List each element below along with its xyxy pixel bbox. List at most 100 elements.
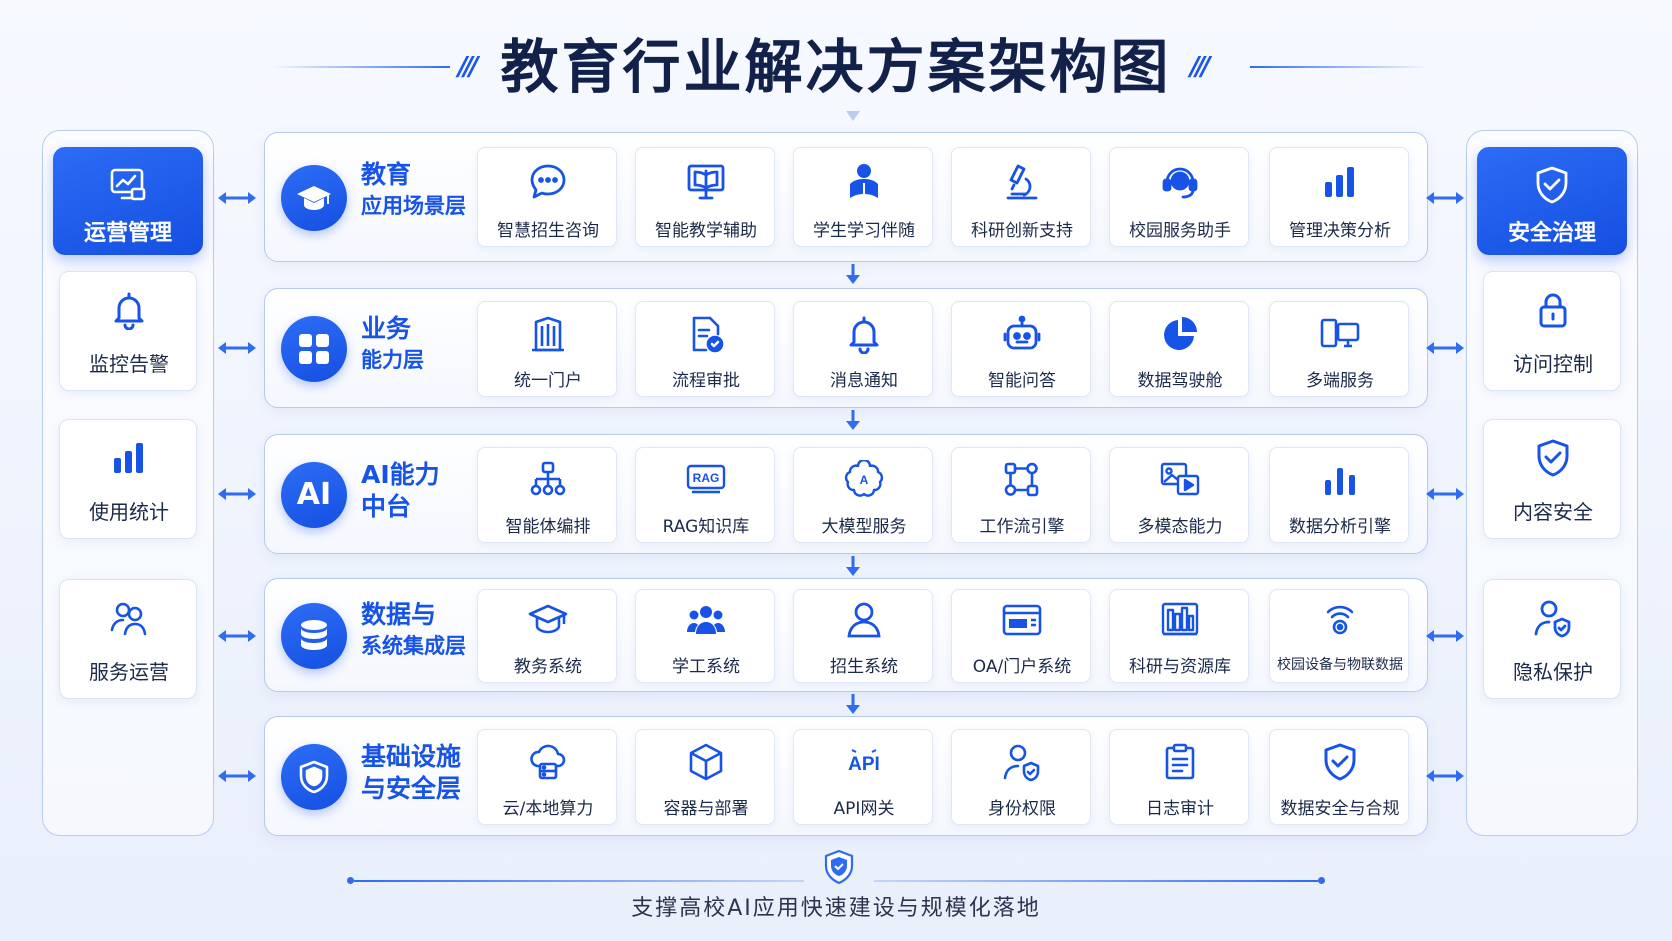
card-label: 校园设备与物联数据	[1277, 657, 1403, 673]
card-iot-data[interactable]: 校园设备与物联数据	[1269, 589, 1409, 683]
left-item-service[interactable]: 服务运营	[59, 579, 197, 699]
bi-arrow-right-2	[1426, 488, 1464, 500]
down-arrow-3	[846, 694, 860, 714]
title-down-arrow	[846, 111, 860, 121]
bi-arrow-right-3	[1426, 630, 1464, 642]
card-label: 数据安全与合规	[1280, 799, 1400, 819]
student-reading-icon	[850, 164, 878, 198]
card-data-cockpit[interactable]: 数据驾驶舱	[1109, 301, 1249, 397]
card-research-library[interactable]: 科研与资源库	[1109, 589, 1249, 683]
iot-signal-icon	[1326, 605, 1354, 635]
org-tree-icon	[530, 461, 566, 496]
left-panel-header[interactable]: 运营管理	[53, 147, 203, 255]
down-arrow-1	[846, 410, 860, 430]
microscope-icon	[1006, 164, 1038, 200]
footer-shield-icon	[824, 850, 854, 884]
card-label: 智能体编排	[505, 517, 591, 537]
api-icon-text: API	[848, 754, 880, 775]
card-rag-knowledge[interactable]: RAG RAG知识库	[635, 447, 775, 543]
card-log-audit[interactable]: 日志审计	[1109, 729, 1249, 825]
graduation-cap-icon	[528, 604, 568, 634]
card-cloud-compute[interactable]: 云/本地算力	[477, 729, 617, 825]
layer-infrastructure-security: 基础设施 与安全层 云/本地算力 容器与部署 API API网关 身份权限 日志…	[264, 716, 1428, 836]
layer-title-line2: 能力层	[361, 348, 424, 372]
card-admission-system[interactable]: 招生系统	[793, 589, 933, 683]
right-panel-header[interactable]: 安全治理	[1477, 147, 1627, 255]
card-label: 科研创新支持	[971, 221, 1073, 241]
card-label: 大模型服务	[821, 517, 907, 537]
card-data-analytics-engine[interactable]: 数据分析引擎	[1269, 447, 1409, 543]
card-workflow-approval[interactable]: 流程审批	[635, 301, 775, 397]
down-arrow-2	[846, 556, 860, 576]
bar-chart-icon	[1325, 468, 1355, 495]
layer-title-line2: 与安全层	[361, 774, 462, 803]
shield-check-icon	[1537, 439, 1569, 477]
headset-icon	[1162, 167, 1198, 199]
left-item-usage[interactable]: 使用统计	[59, 419, 197, 539]
database-icon	[301, 620, 327, 650]
layer-badge	[281, 165, 347, 231]
bar-chart-icon	[1325, 167, 1354, 197]
layer-badge	[281, 316, 347, 382]
layer-title: 教育 应用场景层	[361, 159, 471, 221]
bi-arrow-left-2	[218, 488, 256, 500]
card-identity-permission[interactable]: 身份权限	[951, 729, 1091, 825]
right-panel-security: 安全治理 访问控制 内容安全 隐私保护	[1466, 130, 1638, 836]
card-label: 数据驾驶舱	[1137, 371, 1223, 391]
shield-icon	[299, 760, 329, 794]
right-item-label: 隐私保护	[1513, 660, 1593, 684]
card-multimodal[interactable]: 多模态能力	[1109, 447, 1249, 543]
document-check-icon	[692, 316, 724, 353]
card-data-compliance[interactable]: 数据安全与合规	[1269, 729, 1409, 825]
card-label: 容器与部署	[663, 799, 749, 819]
right-panel-header-label: 安全治理	[1507, 221, 1596, 246]
right-item-label: 访问控制	[1513, 352, 1593, 376]
right-item-access[interactable]: 访问控制	[1483, 271, 1621, 391]
card-workflow-engine[interactable]: 工作流引擎	[951, 447, 1091, 543]
svg-text:A: A	[860, 473, 869, 487]
robot-icon	[1003, 315, 1041, 350]
bi-arrow-right-0	[1426, 192, 1464, 204]
building-icon	[532, 316, 564, 352]
card-label: 消息通知	[830, 371, 898, 391]
card-notification[interactable]: 消息通知	[793, 301, 933, 397]
down-arrow-0	[846, 264, 860, 284]
left-item-label: 使用统计	[89, 500, 169, 524]
left-item-alert[interactable]: 监控告警	[59, 271, 197, 391]
layer-title-line2: 系统集成层	[361, 634, 466, 658]
layer-title: 业务 能力层	[361, 313, 471, 375]
card-smart-qa[interactable]: 智能问答	[951, 301, 1091, 397]
card-teaching-assist[interactable]: 智能教学辅助	[635, 147, 775, 247]
bi-arrow-right-1	[1426, 342, 1464, 354]
card-unified-portal[interactable]: 统一门户	[477, 301, 617, 397]
card-campus-assistant[interactable]: 校园服务助手	[1109, 147, 1249, 247]
card-label: 校园服务助手	[1129, 221, 1231, 241]
card-agent-orchestration[interactable]: 智能体编排	[477, 447, 617, 543]
card-label: 管理决策分析	[1289, 221, 1391, 241]
right-item-content[interactable]: 内容安全	[1483, 419, 1621, 539]
card-llm-service[interactable]: A 大模型服务	[793, 447, 933, 543]
card-api-gateway[interactable]: API API网关	[793, 729, 933, 825]
card-smart-admission[interactable]: 智慧招生咨询	[477, 147, 617, 247]
card-student-companion[interactable]: 学生学习伴随	[793, 147, 933, 247]
card-multi-device[interactable]: 多端服务	[1269, 301, 1409, 397]
cube-icon	[689, 743, 723, 781]
card-oa-portal[interactable]: OA/门户系统	[951, 589, 1091, 683]
card-container-deploy[interactable]: 容器与部署	[635, 729, 775, 825]
card-label: 学工系统	[672, 657, 740, 677]
image-video-icon	[1160, 462, 1200, 496]
cloud-server-icon	[530, 744, 566, 780]
card-academic-system[interactable]: 教务系统	[477, 589, 617, 683]
card-student-affairs[interactable]: 学工系统	[635, 589, 775, 683]
card-label: OA/门户系统	[972, 657, 1072, 677]
right-item-privacy[interactable]: 隐私保护	[1483, 579, 1621, 699]
card-decision-analysis[interactable]: 管理决策分析	[1269, 147, 1409, 247]
card-research-support[interactable]: 科研创新支持	[951, 147, 1091, 247]
card-label: RAG知识库	[662, 517, 750, 537]
card-label: 智慧招生咨询	[497, 221, 599, 241]
layer-title: AI能力 中台	[361, 459, 471, 523]
card-label: 身份权限	[988, 799, 1056, 819]
layer-ai-platform: AI AI能力 中台 智能体编排 RAG RAG知识库 A 大模型服务 工作流引…	[264, 434, 1428, 554]
api-icon: API	[848, 749, 880, 775]
card-label: 教务系统	[514, 657, 582, 677]
